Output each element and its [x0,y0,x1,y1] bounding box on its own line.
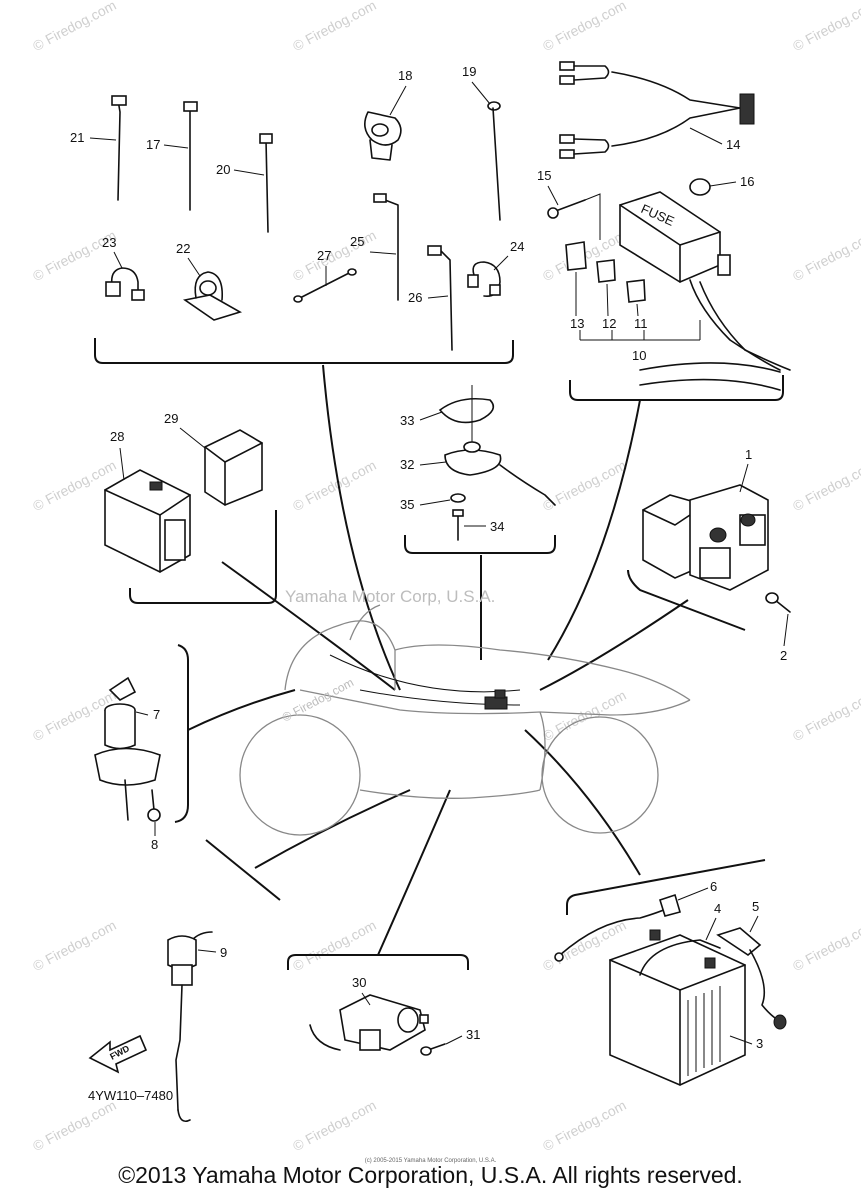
bracket-starter-relay [627,569,746,631]
callout-6: 6 [710,879,717,894]
relay-28 [104,469,191,573]
leader-starter [539,599,689,691]
callout-25: 25 [350,234,364,249]
clip-23 [105,267,145,301]
battery-lead-6 [554,893,681,962]
nut-16 [689,178,711,196]
fuse-grouping-line [579,320,701,341]
clip-24 [467,261,501,298]
lead-25 [373,193,399,301]
callout-22: 22 [176,241,190,256]
leader-relays [221,561,396,691]
bracket-fuse [569,375,784,401]
bolt-31 [420,1043,446,1056]
callout-13: 13 [570,316,584,331]
bracket-main-switch [174,644,189,823]
callout-17: 17 [146,137,160,152]
callout-7: 7 [153,707,160,722]
sidestand-switch-32 [444,441,556,506]
part-number-code: 4YW110–7480 [88,1088,173,1103]
callout-8: 8 [151,837,158,852]
callout-34: 34 [490,519,504,534]
cable-tie-19 [487,101,501,221]
callout-3: 3 [756,1036,763,1051]
small-copyright-note: (c) 2005-2015 Yamaha Motor Corporation, … [364,1158,497,1164]
leader-main-switch [187,689,296,731]
clamp-22 [182,271,243,321]
callout-21: 21 [70,130,84,145]
battery-lead-5 [716,927,787,1030]
screw-15 [547,193,601,240]
battery-band-4 [639,939,721,976]
callout-20: 20 [216,162,230,177]
callout-26: 26 [408,290,422,305]
bracket-relays [129,510,277,604]
copyright-notice: ©2013 Yamaha Motor Corporation, U.S.A. A… [118,1162,743,1188]
callout-18: 18 [398,68,412,83]
leader-battery [524,729,641,876]
leader-neutral [254,789,411,869]
leader-horn [377,789,451,956]
motorcycle-outline: © Firedog.com [239,604,691,836]
leader-fuse [547,399,641,661]
callout-14: 14 [726,137,740,152]
cable-tie-21 [111,95,127,201]
callout-29: 29 [164,411,178,426]
lead-wire-14 [559,61,755,159]
bracket-ties-clamps [94,338,514,364]
callout-27: 27 [317,248,331,263]
plate-27 [293,268,357,303]
callout-28: 28 [110,429,124,444]
bracket-horn [287,954,469,970]
callout-31: 31 [466,1027,480,1042]
washer-35 [450,493,466,503]
callout-2: 2 [780,648,787,663]
lead-26 [427,245,453,351]
cable-tie-17 [183,101,198,211]
callout-35: 35 [400,497,414,512]
starter-relay-1 [642,484,769,591]
bracket-sidestand [404,535,556,554]
fuse-11 [626,279,646,303]
relay-29 [204,429,263,506]
clamp-18 [364,111,402,161]
fuse-13 [565,241,587,271]
bolt-2 [765,592,791,613]
cable-tie-20 [259,133,273,233]
callout-1: 1 [745,447,752,462]
leader-ties [322,364,401,691]
callout-4: 4 [714,901,721,916]
callout-23: 23 [102,235,116,250]
callout-12: 12 [602,316,616,331]
horn-30 [309,994,429,1051]
fuse-box-10: FUSE [619,191,791,391]
callout-9: 9 [220,945,227,960]
callout-5: 5 [752,899,759,914]
main-switch-7 [94,676,161,821]
callout-labels: 21 17 20 18 19 14 15 16 23 22 27 25 26 2… [70,64,789,1051]
neutral-switch-9 [167,931,213,1123]
callout-10: 10 [632,348,646,363]
callout-11: 11 [634,316,648,331]
callout-16: 16 [740,174,754,189]
fuse-12 [596,259,616,283]
forward-arrow-icon: FWD [88,1034,148,1074]
bracket-neutral [205,839,281,901]
callout-15: 15 [537,168,551,183]
callout-30: 30 [352,975,366,990]
callout-33: 33 [400,413,414,428]
center-watermark: Yamaha Motor Corp, U.S.A. [285,587,495,606]
callout-32: 32 [400,457,414,472]
bolt-8 [147,789,161,822]
callout-19: 19 [462,64,476,79]
bracket-battery [566,859,766,915]
bolt-34 [452,509,464,541]
group-brackets [94,338,784,970]
callout-24: 24 [510,239,524,254]
battery-3 [609,929,746,1086]
